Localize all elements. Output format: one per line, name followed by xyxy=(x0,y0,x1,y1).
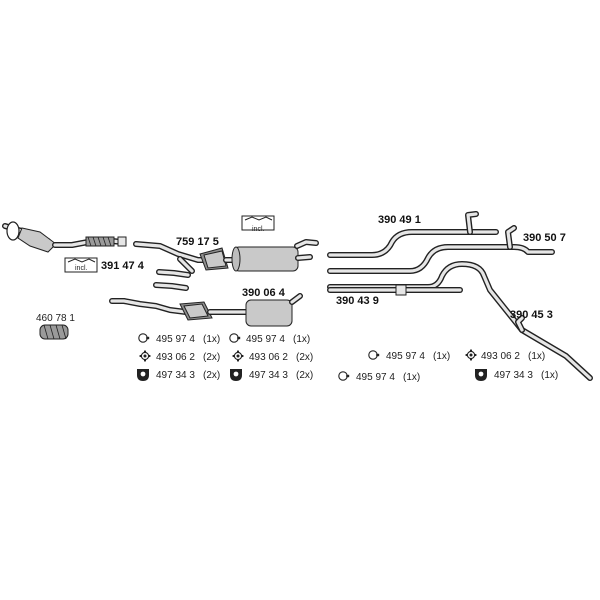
fitting-qty: (1x) xyxy=(528,351,545,362)
fitting-qty: (1x) xyxy=(403,372,420,383)
fitting-part: 495 97 4 xyxy=(246,334,285,345)
rear-pipe-390507 xyxy=(327,225,555,274)
part-number-391474: 391 47 4 xyxy=(101,260,145,272)
fitting-4: 495 97 4 (1x) xyxy=(229,333,310,345)
gasket-icon xyxy=(138,349,152,363)
front-pipe-assembly xyxy=(133,239,319,274)
fitting-8: 495 97 4 (1x) xyxy=(338,371,420,383)
rubber-ring-icon xyxy=(338,371,350,381)
part-number-390064: 390 06 4 xyxy=(242,287,286,299)
fitting-6: 497 34 3 (2x) xyxy=(230,369,313,381)
fitting-part: 493 06 2 xyxy=(249,352,288,363)
fitting-7: 495 97 4 (1x) xyxy=(368,350,450,362)
fitting-part: 493 06 2 xyxy=(156,352,195,363)
fitting-part: 495 97 4 xyxy=(356,372,395,383)
rear-pipe-390453 xyxy=(327,261,593,381)
part-number-390439: 390 43 9 xyxy=(336,295,379,307)
fitting-part: 497 34 3 xyxy=(249,370,288,381)
rubber-ring-icon xyxy=(229,333,241,343)
hanger-icon xyxy=(137,369,149,381)
incl-label-1: incl. xyxy=(75,265,88,272)
rear-pipe-390439 xyxy=(327,284,463,296)
fitting-qty: (1x) xyxy=(203,334,220,345)
front-catalyst-assembly xyxy=(2,221,127,253)
part-number-759175: 759 17 5 xyxy=(176,236,219,248)
fitting-part: 497 34 3 xyxy=(156,370,195,381)
clamp-part: 460 78 1 xyxy=(36,313,75,340)
rear-pipe-390491 xyxy=(327,211,499,258)
front-silencer-incl-box: incl. xyxy=(241,215,275,233)
rubber-ring-icon xyxy=(368,350,380,360)
gasket-icon xyxy=(231,349,245,363)
fitting-2: 493 06 2 (2x) xyxy=(138,349,220,363)
fitting-5: 493 06 2 (2x) xyxy=(231,349,313,363)
hanger-icon xyxy=(230,369,242,381)
fitting-1: 495 97 4 (1x) xyxy=(138,333,220,345)
fitting-qty: (2x) xyxy=(296,352,313,363)
part-number-390453: 390 45 3 xyxy=(510,309,553,321)
fitting-qty: (2x) xyxy=(203,352,220,363)
middle-pipe-assembly xyxy=(109,269,303,327)
fitting-part: 495 97 4 xyxy=(156,334,195,345)
hanger-icon xyxy=(475,369,487,381)
fitting-qty: (1x) xyxy=(433,351,450,362)
rubber-ring-icon xyxy=(138,333,150,343)
fitting-qty: (1x) xyxy=(293,334,310,345)
incl-label-2: incl. xyxy=(252,226,265,233)
part-number-390491: 390 49 1 xyxy=(378,214,421,226)
fitting-9: 493 06 2 (1x) xyxy=(464,348,545,362)
fitting-qty: (2x) xyxy=(296,370,313,381)
front-catalyst-incl-box: incl. xyxy=(64,257,98,273)
fitting-part: 495 97 4 xyxy=(386,351,425,362)
part-number-460781: 460 78 1 xyxy=(36,313,75,324)
fitting-10: 497 34 3 (1x) xyxy=(475,369,558,381)
fitting-qty: (1x) xyxy=(541,370,558,381)
part-number-390507: 390 50 7 xyxy=(523,232,566,244)
gasket-icon xyxy=(464,348,478,362)
fitting-part: 493 06 2 xyxy=(481,351,520,362)
fitting-qty: (2x) xyxy=(203,370,220,381)
fitting-3: 497 34 3 (2x) xyxy=(137,369,220,381)
fitting-part: 497 34 3 xyxy=(494,370,533,381)
